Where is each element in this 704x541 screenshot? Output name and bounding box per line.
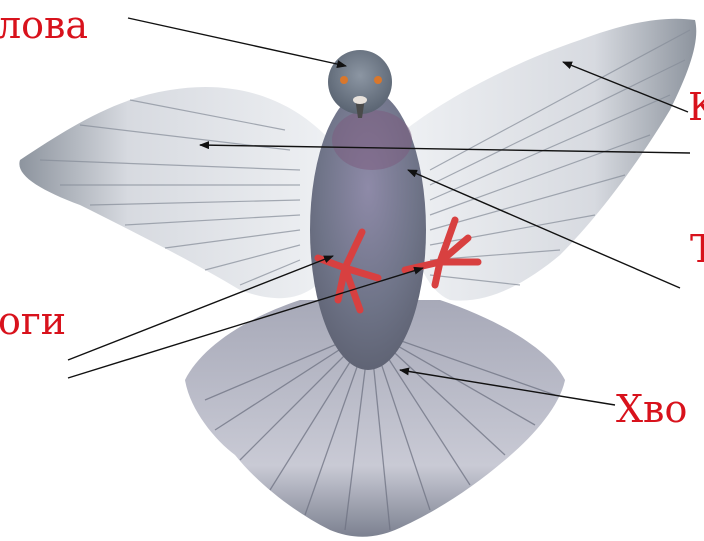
label-body: Т [690, 230, 704, 268]
label-head: лова [0, 6, 88, 44]
pointer-head [128, 18, 346, 66]
label-legs: оги [0, 302, 66, 340]
label-tail: Хво [616, 390, 687, 428]
left-wing [19, 87, 330, 298]
label-wing: К [688, 88, 704, 126]
breast-iridescence [332, 110, 412, 170]
